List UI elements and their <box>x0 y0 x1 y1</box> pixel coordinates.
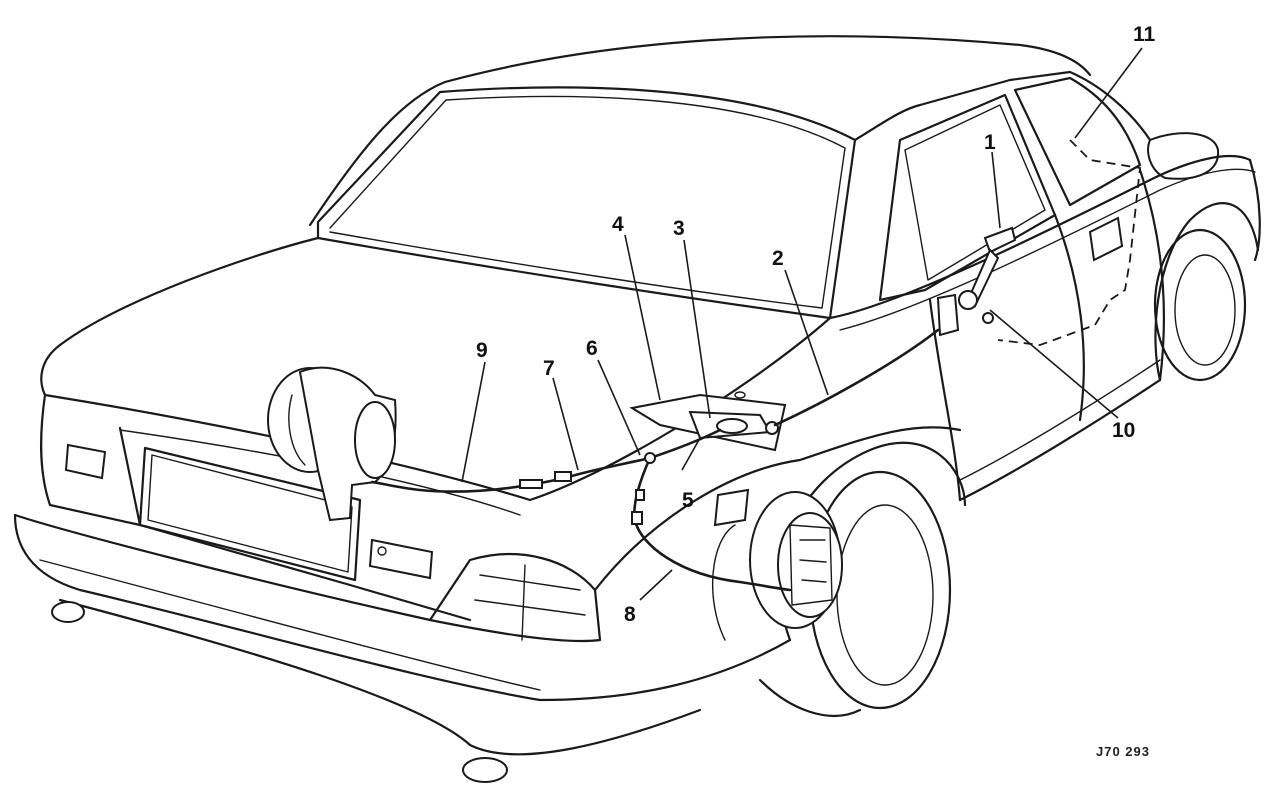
callout-2: 2 <box>772 247 784 270</box>
warning-switch-wire <box>997 139 1141 346</box>
car-body <box>13 35 1261 783</box>
leader-lines <box>461 47 1143 601</box>
handbrake-cables <box>370 328 940 592</box>
callout-9: 9 <box>476 339 488 362</box>
spare-wheel-cover <box>267 366 397 522</box>
rear-brake-assembly <box>711 488 843 641</box>
callout-1: 1 <box>984 131 996 154</box>
compensator-assembly <box>629 391 787 452</box>
callout-11: 11 <box>1133 23 1156 46</box>
callout-7: 7 <box>543 357 555 380</box>
callout-5: 5 <box>682 489 694 512</box>
callout-6: 6 <box>586 337 598 360</box>
callout-3: 3 <box>673 217 685 240</box>
figure-reference: J70 293 <box>1096 744 1150 759</box>
handbrake-lever <box>936 226 1017 337</box>
callout-8: 8 <box>624 603 636 626</box>
callout-10: 10 <box>1112 419 1136 442</box>
callout-4: 4 <box>612 213 624 236</box>
